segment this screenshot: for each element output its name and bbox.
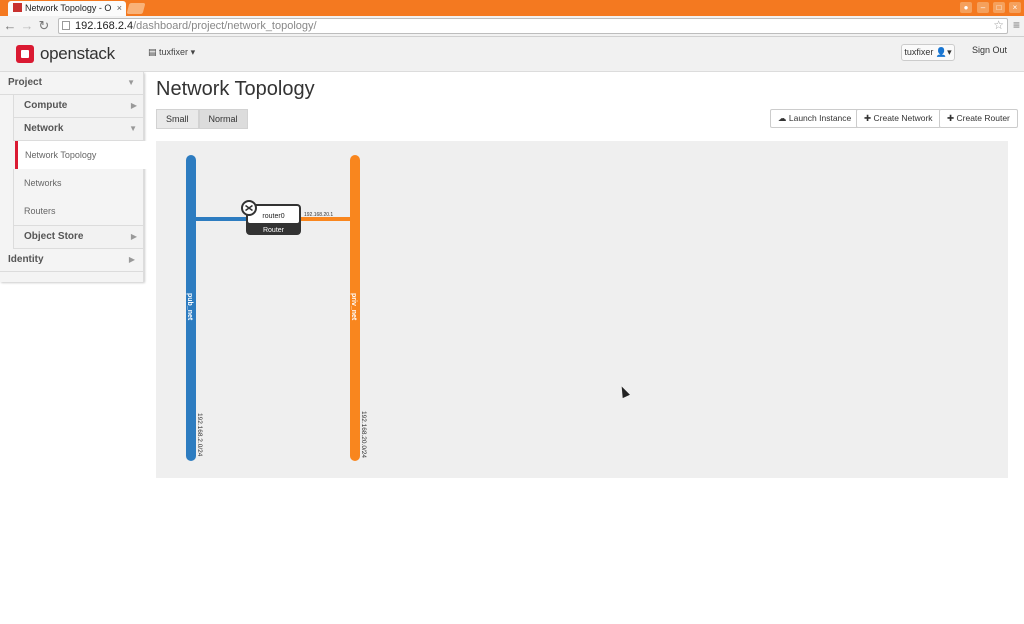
create-network-button[interactable]: ✚ Create Network [856,109,941,128]
sidebar-project-label: Project [8,77,42,88]
caret-down-icon: ▾ [947,47,952,57]
sidebar-project[interactable]: Project ▼ [0,72,143,95]
browser-tab[interactable]: Network Topology - O × [8,1,126,16]
sidebar: Project ▼ Compute ▶ Network ▼ Network To… [0,72,151,282]
tab-close-icon[interactable]: × [116,3,122,13]
network-name-pub-net: pub_net [186,293,193,321]
chevron-down-icon: ▼ [127,78,135,87]
router-name: router0 [262,213,284,220]
sidebar-object-store-label: Object Store [24,231,84,242]
project-name: tuxfixer [159,47,189,57]
page-title: Network Topology [156,78,315,100]
browser-toolbar: ← → ↻ 192.168.2.4/dashboard/project/netw… [0,16,1024,37]
topology-canvas[interactable]: pub_net 192.168.2.0/24 priv_net 192.168.… [156,141,1008,478]
user-profile-icon[interactable]: ● [960,2,972,13]
chevron-right-icon: ▶ [128,255,135,264]
sidebar-compute[interactable]: Compute ▶ [13,95,143,118]
sidebar-item-routers[interactable]: Routers [13,197,143,225]
create-router-label: Create Router [956,113,1010,123]
logo-text: openstack [40,44,115,63]
router-type: Router [263,227,285,234]
network-bar-priv-net[interactable] [350,155,360,461]
topology-svg: pub_net 192.168.2.0/24 priv_net 192.168.… [186,155,367,461]
launch-instance-label: Launch Instance [788,113,852,123]
sidebar-compute-label: Compute [24,100,68,111]
sign-out-link[interactable]: Sign Out [972,45,1008,55]
openstack-favicon-icon [13,3,22,12]
user-name: tuxfixer [904,47,934,57]
router-port-label: 192.168.20.1 [304,212,333,218]
browser-menu-icon[interactable]: ≡ [1012,18,1020,32]
sidebar-object-store[interactable]: Object Store ▶ [13,225,143,249]
network-bar-pub-net[interactable] [186,155,196,461]
openstack-logo-icon [16,45,34,63]
view-size-toggle: Small Normal [156,109,248,129]
page-icon [62,21,70,30]
address-bar[interactable]: 192.168.2.4/dashboard/project/network_to… [58,18,1008,34]
sidebar-network[interactable]: Network ▼ [13,118,143,141]
close-window-icon[interactable]: × [1009,2,1021,13]
sidebar-identity-label: Identity [8,254,44,265]
bookmark-star-icon[interactable]: ☆ [993,18,1004,32]
plus-icon: ✚ [947,113,955,123]
sidebar-network-label: Network [24,123,64,134]
create-network-label: Create Network [873,113,933,123]
create-router-button[interactable]: ✚ Create Router [939,109,1018,128]
chevron-down-icon: ▼ [129,124,137,133]
maximize-icon[interactable]: □ [993,2,1005,13]
chevron-right-icon: ▶ [130,101,137,110]
browser-titlebar: Network Topology - O × ● – □ × [0,0,1024,16]
view-small-button[interactable]: Small [156,109,199,129]
new-tab-button[interactable] [126,3,146,14]
router-node[interactable]: router0 Router [241,200,301,235]
dashboard-header: openstack ▤ tuxfixer ▾ tuxfixer 👤▾ Sign … [0,37,1024,72]
project-list-icon: ▤ [148,47,157,57]
sidebar-item-networks[interactable]: Networks [13,169,143,197]
sidebar-identity[interactable]: Identity ▶ [0,249,143,272]
reload-icon[interactable]: ↻ [38,18,50,33]
router-arrows-icon [245,204,253,212]
chevron-right-icon: ▶ [130,232,137,241]
user-icon: 👤 [935,47,948,57]
launch-instance-button[interactable]: ☁ Launch Instance [770,109,860,128]
network-cidr-priv-net: 192.168.20.0/24 [360,411,367,458]
caret-down-icon: ▾ [190,47,196,57]
plus-icon: ✚ [864,113,872,123]
url-path: /dashboard/project/network_topology/ [133,20,317,32]
url-host: 192.168.2.4 [75,20,134,32]
network-cidr-pub-net: 192.168.2.0/24 [196,413,203,457]
back-icon[interactable]: ← [3,18,17,33]
view-normal-button[interactable]: Normal [198,109,248,129]
cloud-upload-icon: ☁ [778,113,787,123]
sidebar-item-network-topology[interactable]: Network Topology [15,141,151,169]
forward-icon[interactable]: → [20,18,34,33]
minimize-icon[interactable]: – [977,2,989,13]
tab-title: Network Topology - O [25,3,112,13]
project-switcher[interactable]: ▤ tuxfixer ▾ [148,47,195,58]
network-name-priv-net: priv_net [350,293,357,321]
user-menu-button[interactable]: tuxfixer 👤▾ [901,44,955,61]
